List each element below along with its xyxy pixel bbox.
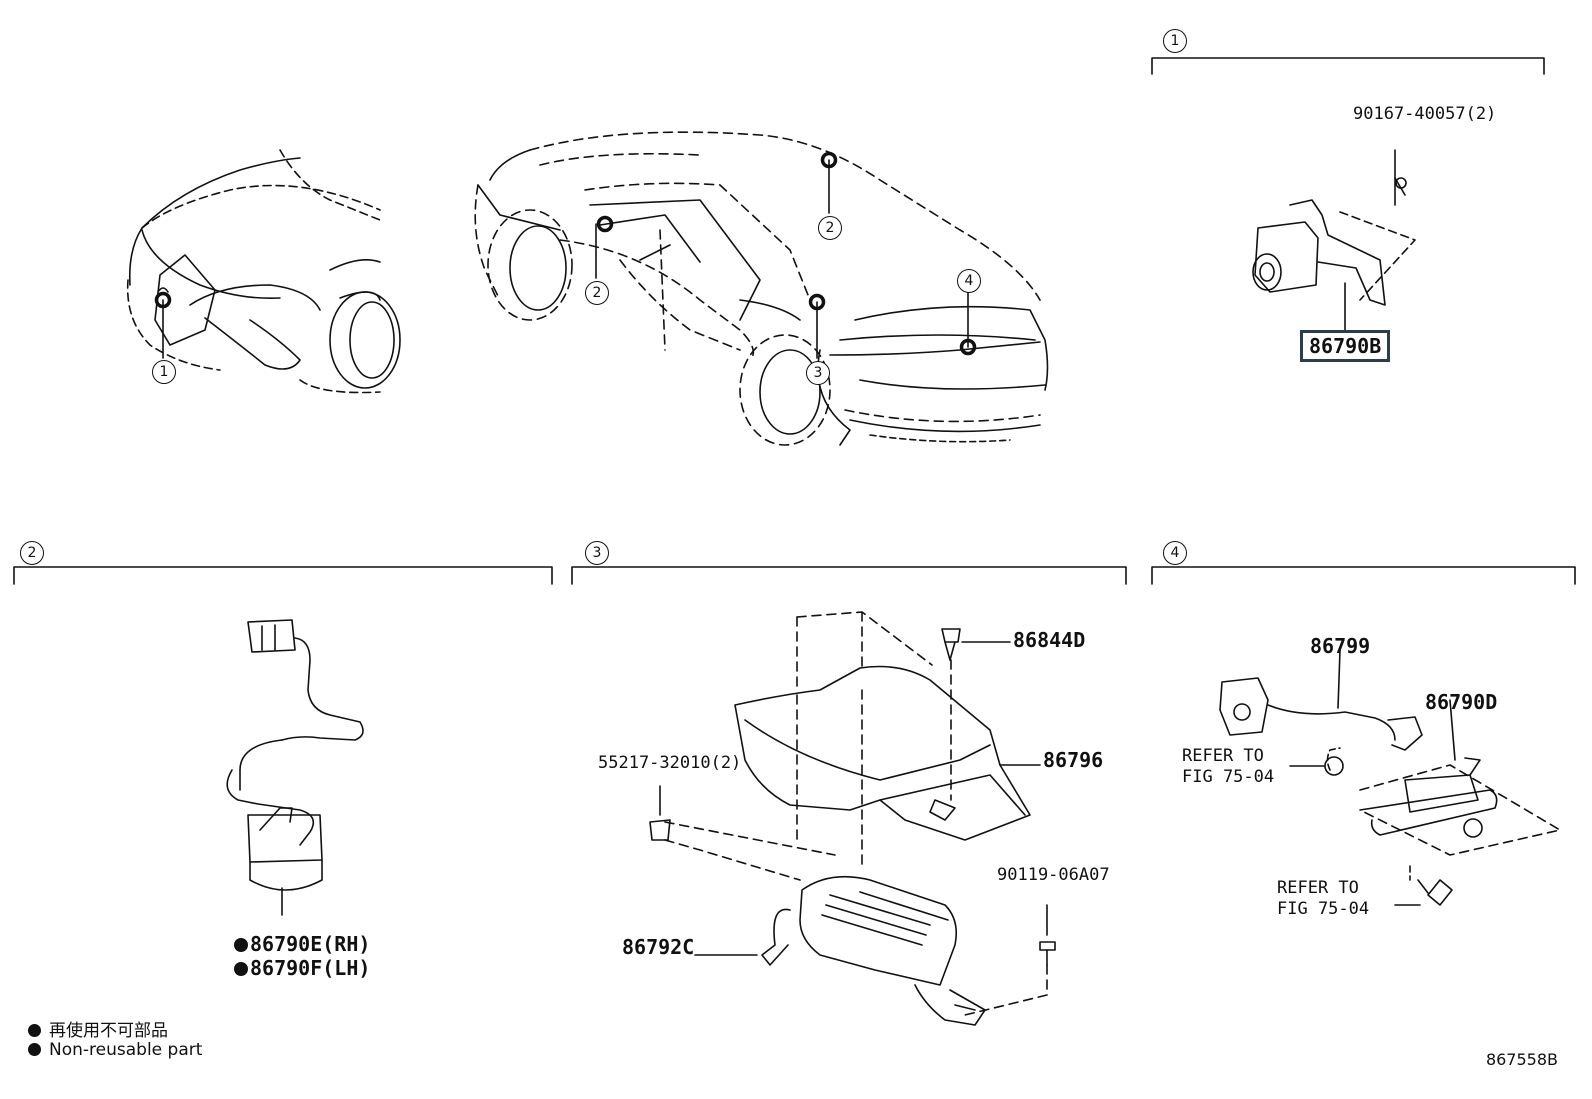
legend-en-text: Non-reusable part: [49, 1040, 203, 1060]
section-1-marker: 1: [1163, 29, 1187, 53]
part-86799-label[interactable]: 86799: [1310, 634, 1371, 658]
legend-dot-icon: [28, 1043, 41, 1056]
car-marker-4: 4: [957, 269, 981, 293]
legend-jp-text: 再使用不可部品: [49, 1021, 168, 1041]
section-2-marker: 2: [20, 541, 44, 565]
section-2-art: [226, 619, 364, 916]
section-1-bracket: [1151, 57, 1545, 75]
part-86796-label[interactable]: 86796: [1043, 748, 1104, 772]
front-car-view: [126, 149, 401, 394]
section-2-bracket: [13, 566, 553, 585]
figure-number: 867558B: [1485, 1050, 1558, 1069]
part-55217-32010-label[interactable]: 55217-32010(2): [598, 753, 742, 773]
part-86792c-label[interactable]: 86792C: [622, 935, 695, 959]
section-4-marker: 4: [1163, 541, 1187, 565]
refer-fig-75-04-grommet[interactable]: REFER TO FIG 75-04: [1182, 746, 1275, 787]
part-86790e-label[interactable]: 86790E(RH): [234, 932, 370, 956]
rear-car-view: [474, 131, 1049, 446]
legend-dot-icon: [28, 1024, 41, 1037]
legend-non-reusable-en: Non-reusable part: [28, 1040, 202, 1060]
car-marker-3: 3: [806, 361, 830, 385]
section-3-art: [649, 611, 1056, 1026]
section-4-bracket: [1151, 566, 1576, 585]
section-4-art: [1219, 649, 1561, 906]
part-90119-06a07-label[interactable]: 90119-06A07: [997, 865, 1110, 885]
refer-fig-75-04-bolt[interactable]: REFER TO FIG 75-04: [1277, 878, 1370, 919]
car-marker-2b: 2: [818, 216, 842, 240]
part-86790d-label[interactable]: 86790D: [1425, 690, 1498, 714]
legend-non-reusable-jp: 再使用不可部品: [28, 1016, 168, 1041]
non-reusable-dot-icon: [234, 938, 248, 952]
section-3-bracket: [571, 566, 1127, 585]
car-marker-1: 1: [152, 360, 176, 384]
part-86790b-label[interactable]: 86790B: [1300, 330, 1391, 362]
car-marker-2a: 2: [585, 281, 609, 305]
section-1-art: [1252, 149, 1416, 333]
section-3-marker: 3: [585, 541, 609, 565]
part-86790f-label[interactable]: 86790F(LH): [234, 956, 370, 980]
non-reusable-dot-icon: [234, 962, 248, 976]
part-86790e-text: 86790E(RH): [250, 932, 371, 956]
part-90167-40057-label[interactable]: 90167-40057(2): [1353, 104, 1497, 124]
part-86844d-label[interactable]: 86844D: [1013, 628, 1086, 652]
part-86790f-text: 86790F(LH): [250, 956, 371, 980]
